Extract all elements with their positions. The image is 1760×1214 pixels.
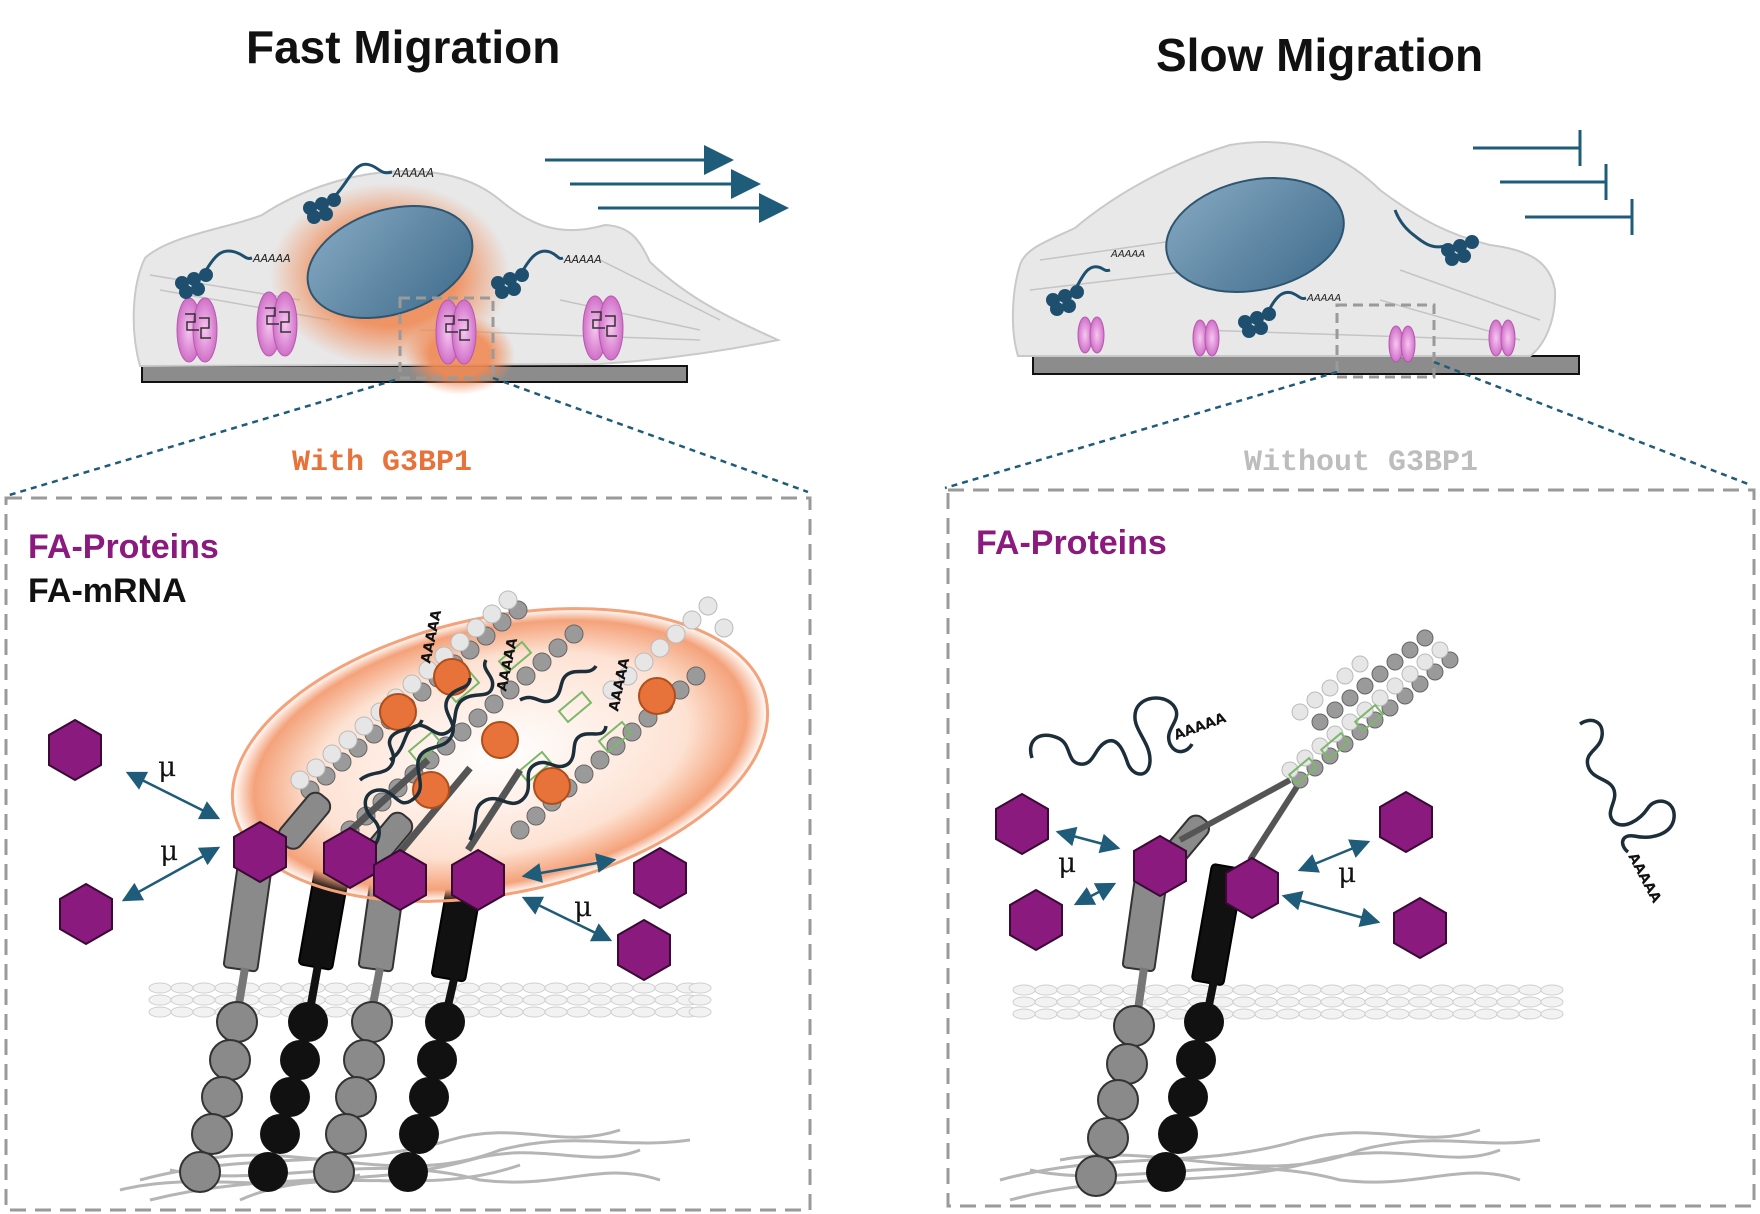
fast-migration-title: Fast Migration [246, 21, 561, 73]
svg-text:AAAAA: AAAAA [1172, 710, 1229, 744]
left-exchange-arrows [121, 771, 617, 942]
zoom-connectors [5, 360, 1749, 498]
integrin-icon [179, 853, 274, 1193]
mrna-icon [1266, 290, 1307, 313]
fa-protein-hexagon-icon [1379, 791, 1433, 853]
fa-protein-hexagon-icon [633, 847, 687, 909]
right-exchange-rate-labels: μ μ [1058, 846, 1356, 889]
integrin-icon [388, 849, 488, 1192]
right-substrate [1032, 355, 1580, 375]
polya-tail: AAAAA [1306, 293, 1341, 304]
slow-migration-blocked-arrows [1473, 130, 1634, 235]
right-migrating-cell: AAAAA AAAAA [1011, 141, 1580, 379]
svg-text:μ: μ [1338, 856, 1356, 889]
left-exchange-rate-labels: μ μ μ [158, 750, 592, 923]
left-nucleus [306, 205, 474, 319]
focal-adhesion-icon [435, 299, 477, 365]
mrna-icon [203, 249, 253, 273]
fa-protein-hexagon-icon [1393, 897, 1447, 959]
polya-tail: AAAAA [1110, 249, 1145, 260]
right-actin-filaments [1281, 629, 1459, 789]
mrna-icon [1073, 265, 1111, 291]
fa-protein-hexagon-icon [59, 883, 113, 945]
left-fa-mrna [358, 659, 608, 862]
svg-text:μ: μ [160, 834, 178, 867]
left-migrating-cell: AAAAA AAAAA AAAAA [132, 162, 782, 395]
right-fa-mrna [1028, 696, 1676, 854]
svg-text:AAAAA: AAAAA [1624, 850, 1664, 905]
integrin-icon [1075, 855, 1171, 1197]
right-zoom-box [1335, 303, 1436, 379]
svg-text:μ: μ [1058, 846, 1076, 879]
without-g3bp1-label: Without G3BP1 [1244, 446, 1479, 480]
left-detail-panel [4, 496, 812, 1212]
mrna-icon [520, 249, 564, 273]
focal-adhesion-icon [256, 291, 298, 357]
left-zoom-box [398, 296, 495, 380]
mrna-icon [1393, 209, 1446, 249]
polya-tail: AAAAA [392, 166, 434, 180]
right-linker-rods [1178, 777, 1303, 862]
fa-protein-hexagon-icon [995, 793, 1049, 855]
right-nucleus [1165, 177, 1345, 293]
fa-protein-hexagon-icon [1009, 889, 1063, 951]
focal-adhesion-icon [582, 295, 624, 361]
right-exchange-arrows [1055, 826, 1381, 927]
with-g3bp1-label: With G3BP1 [292, 446, 473, 480]
fa-protein-hexagon-icon [617, 919, 671, 981]
fa-proteins-label-left: FA-Proteins [28, 528, 219, 566]
fa-protein-hexagon-icon [48, 719, 102, 781]
fa-proteins-label-right: FA-Proteins [976, 524, 1167, 562]
right-detail-panel [946, 488, 1756, 1208]
fa-mrna-label-left: FA-mRNA [28, 572, 187, 610]
slow-migration-title: Slow Migration [1156, 29, 1484, 81]
mrna-icon [333, 162, 393, 198]
focal-adhesion-icon [176, 297, 218, 363]
g3bp1-protein-icons [379, 658, 676, 809]
svg-text:μ: μ [574, 890, 592, 923]
svg-text:μ: μ [158, 750, 176, 783]
polya-tail: AAAAA [252, 252, 291, 265]
polya-tail: AAAAA [563, 253, 602, 266]
fast-migration-arrows [545, 145, 789, 223]
right-plasma-membrane [1012, 984, 1564, 1019]
